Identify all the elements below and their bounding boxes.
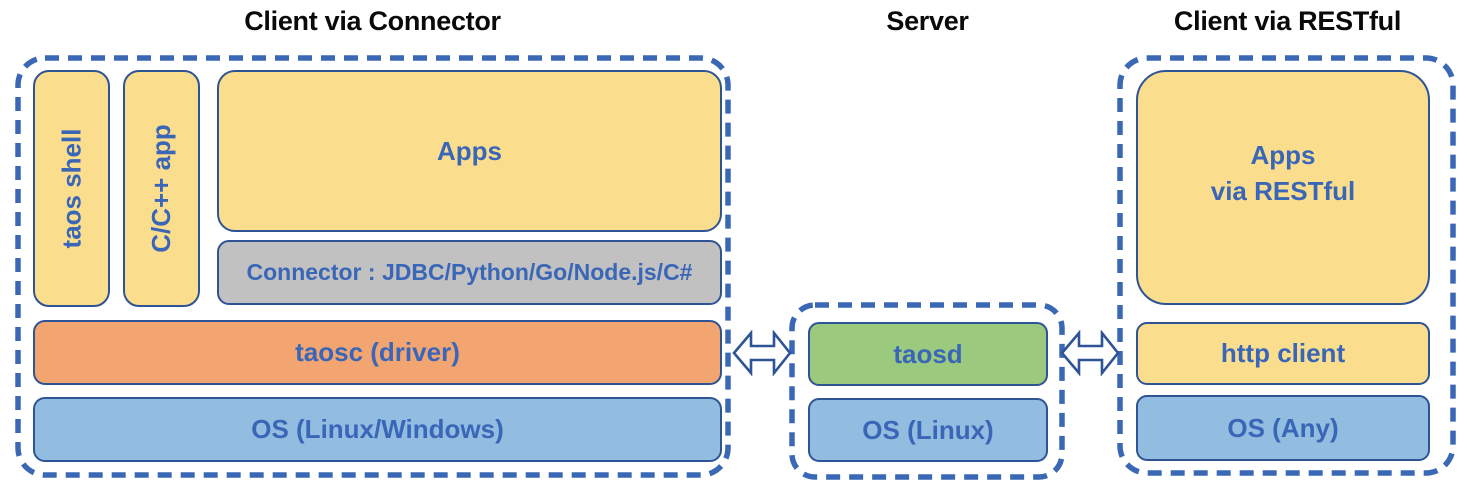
taosc-driver-box: taosc (driver) (33, 320, 722, 385)
bidirectional-arrow-icon (732, 330, 792, 376)
section-title-server: Server (886, 6, 969, 36)
http-client-label: http client (1220, 338, 1346, 368)
taos-shell-label: taos shell (56, 128, 86, 249)
os-linux-windows-box: OS (Linux/Windows) (33, 397, 722, 462)
os-any-box: OS (Any) (1136, 395, 1430, 461)
os-linux-windows-label: OS (Linux/Windows) (251, 414, 504, 444)
taosc-driver-label: taosc (driver) (295, 337, 460, 367)
connector-label: Connector : JDBC/Python/Go/Node.js/C# (246, 259, 693, 285)
apps-via-restful-label-line2: via RESTful (1210, 175, 1356, 206)
taosd-label: taosd (893, 338, 963, 369)
os-linux-label: OS (Linux) (862, 414, 994, 445)
bidirectional-arrow-icon (1060, 330, 1120, 376)
apps-box: Apps (217, 70, 722, 232)
section-title-client-restful: Client via RESTful (1173, 6, 1402, 36)
cpp-app-label: C/C++ app (146, 124, 176, 253)
connector-box: Connector : JDBC/Python/Go/Node.js/C# (217, 240, 722, 305)
client-connector-container-border (15, 55, 731, 478)
http-client-box: http client (1136, 322, 1430, 385)
taosd-box: taosd (808, 322, 1048, 386)
taos-shell-box: taos shell (33, 70, 110, 307)
os-any-label: OS (Any) (1227, 412, 1339, 443)
apps-via-restful-box: Apps via RESTful (1136, 70, 1430, 305)
section-title-client-connector: Client via Connector (244, 6, 501, 36)
os-linux-box: OS (Linux) (808, 398, 1048, 462)
cpp-app-box: C/C++ app (123, 70, 200, 307)
apps-label: Apps (437, 135, 502, 166)
client-restful-container-border (1117, 55, 1456, 476)
apps-via-restful-label-line1: Apps (1250, 140, 1316, 171)
server-container-border (789, 302, 1065, 480)
